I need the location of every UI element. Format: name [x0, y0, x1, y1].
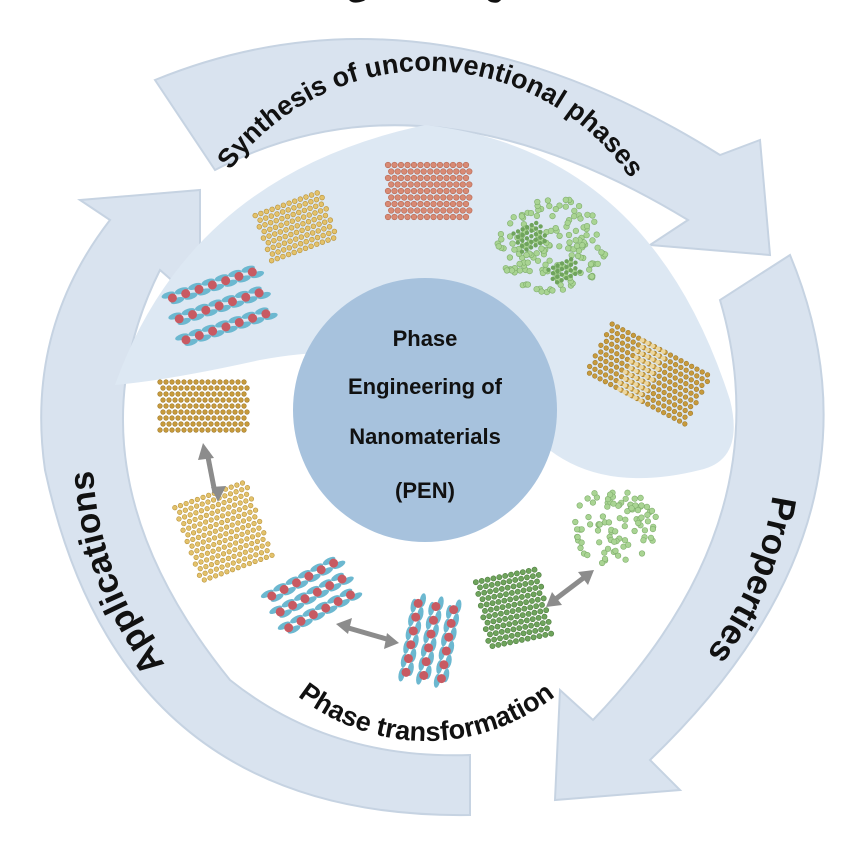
- center-label-line4: (PEN): [395, 478, 455, 503]
- lattice-layered-vertical: [398, 593, 462, 688]
- lattice-salmon-top: [384, 161, 473, 221]
- lattice-gold-top: [252, 190, 338, 264]
- ring-segment-applications: [40, 188, 471, 817]
- lattice-gold-right-light: [617, 337, 666, 403]
- ring-segment-properties: [553, 253, 825, 802]
- outer-ring: [40, 38, 825, 817]
- lattice-layered-diagonal: [260, 556, 363, 634]
- center-label-line1: Phase: [393, 326, 458, 351]
- transformation-arrows: [198, 443, 594, 649]
- lattice-illustrations: [157, 161, 711, 688]
- double-arrow-gold: [198, 443, 226, 502]
- lattice-layered-top: [161, 265, 278, 346]
- ring-label-structure: Structure: [342, 0, 508, 12]
- center-circle: [293, 278, 557, 542]
- lattice-gold-upper-left: [157, 379, 250, 433]
- lattice-darkgreen-inner2: [546, 256, 582, 285]
- lattice-green-loose: [572, 489, 659, 567]
- double-arrow-layered: [336, 618, 399, 649]
- center-label-line3: Nanomaterials: [349, 424, 501, 449]
- lattice-darkgreen-inner1: [511, 220, 548, 254]
- double-arrow-green: [546, 570, 594, 607]
- lattice-green-solid: [472, 566, 555, 650]
- center-label-line2: Engineering of: [348, 374, 503, 399]
- lattice-gold-lower-left: [172, 480, 275, 583]
- ring-segment-structure: [153, 38, 772, 257]
- center-label: Phase Engineering of Nanomaterials (PEN): [348, 326, 503, 503]
